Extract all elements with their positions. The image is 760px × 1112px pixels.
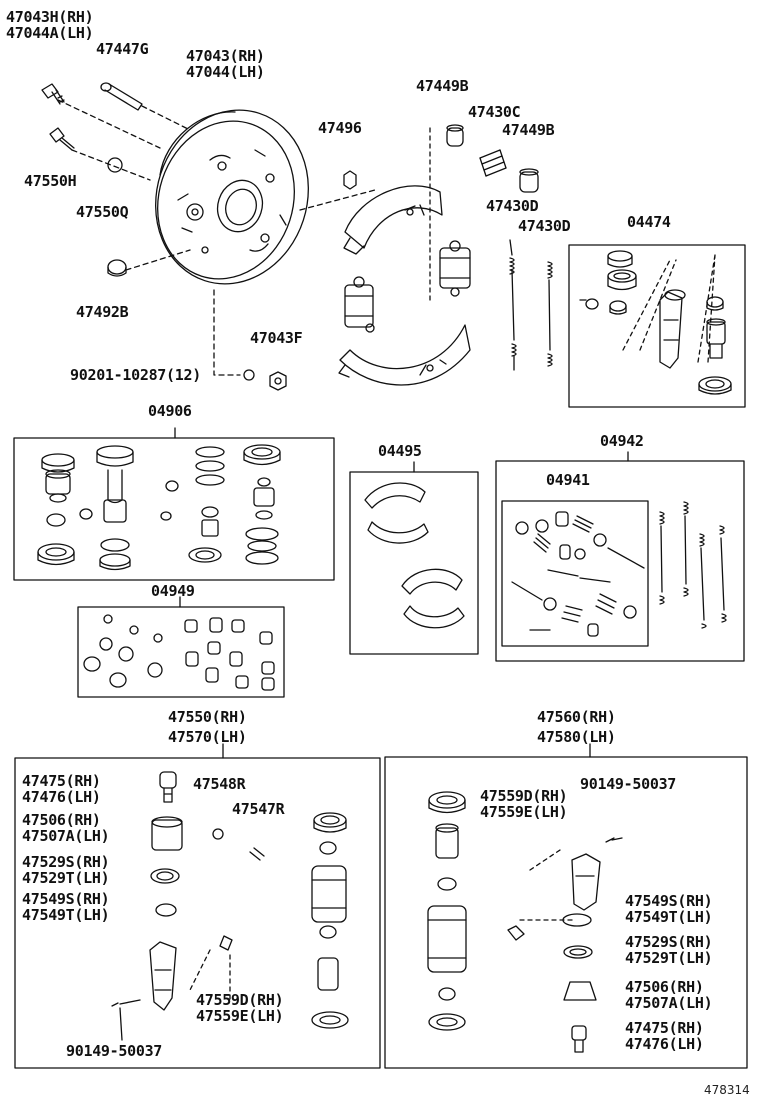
spring-47430c bbox=[479, 149, 507, 177]
label-47550h: 47550H bbox=[24, 172, 77, 190]
label-l-47559e: 47559E(LH) bbox=[196, 1007, 284, 1025]
label-r-47549s: 47549S(RH) bbox=[625, 892, 713, 910]
kit-04942-box bbox=[495, 460, 745, 662]
kit-04941-parts bbox=[511, 511, 645, 637]
kit-04474-box bbox=[568, 244, 746, 408]
label-l-47475: 47475(RH) bbox=[22, 772, 101, 790]
kit-04906-parts bbox=[37, 444, 281, 571]
bolt-47043h bbox=[41, 83, 65, 105]
kit-04949-parts bbox=[83, 614, 275, 691]
label-r-47507a: 47507A(LH) bbox=[625, 994, 713, 1012]
boot-47449b-top bbox=[446, 124, 464, 147]
label-47447g: 47447G bbox=[96, 40, 149, 58]
backing-plate bbox=[155, 109, 309, 285]
label-47496: 47496 bbox=[318, 119, 362, 137]
bleeder-47550h bbox=[49, 127, 75, 151]
label-04474: 04474 bbox=[627, 213, 671, 231]
label-r-47506: 47506(RH) bbox=[625, 978, 704, 996]
kit-04941-box bbox=[501, 500, 649, 647]
spring-47430d-a bbox=[509, 239, 517, 371]
pin-47496 bbox=[343, 170, 357, 190]
label-47550: 47550(RH) bbox=[168, 708, 247, 726]
label-l-47559d: 47559D(RH) bbox=[196, 991, 284, 1009]
wheel-cylinder-lower bbox=[344, 276, 375, 333]
kit-04949-box bbox=[77, 606, 285, 698]
label-l-47548r: 47548R bbox=[193, 775, 246, 793]
label-r-47549t: 47549T(LH) bbox=[625, 908, 713, 926]
label-47570: 47570(LH) bbox=[168, 728, 247, 746]
figure-number: 478314 bbox=[704, 1083, 750, 1097]
label-l-47476: 47476(LH) bbox=[22, 788, 101, 806]
label-r-47476: 47476(LH) bbox=[625, 1035, 704, 1053]
brake-shoe-lower bbox=[338, 324, 471, 386]
cylinder-left-parts bbox=[111, 771, 349, 1041]
bolt-47447g bbox=[100, 82, 143, 111]
label-l-47529t: 47529T(LH) bbox=[22, 869, 110, 887]
label-04906: 04906 bbox=[148, 402, 192, 420]
label-r-90149: 90149-50037 bbox=[580, 775, 677, 793]
cap-47550q bbox=[107, 157, 123, 173]
cylinder-assy-right-box bbox=[384, 756, 748, 1069]
label-04941: 04941 bbox=[546, 471, 590, 489]
label-r-47529s: 47529S(RH) bbox=[625, 933, 713, 951]
cylinder-assy-left-box bbox=[14, 757, 381, 1069]
label-47043h: 47043H(RH) bbox=[6, 8, 94, 26]
kit-04906-box bbox=[13, 437, 335, 581]
spring-47430d-b bbox=[547, 261, 553, 367]
label-47550q: 47550Q bbox=[76, 203, 129, 221]
label-r-47529t: 47529T(LH) bbox=[625, 949, 713, 967]
label-l-47549t: 47549T(LH) bbox=[22, 906, 110, 924]
label-47430d-b: 47430D bbox=[518, 217, 571, 235]
label-04495: 04495 bbox=[378, 442, 422, 460]
label-47044a: 47044A(LH) bbox=[6, 24, 94, 42]
label-r-47559e: 47559E(LH) bbox=[480, 803, 568, 821]
label-r-47475: 47475(RH) bbox=[625, 1019, 704, 1037]
kit-04942-springs bbox=[659, 501, 727, 629]
plug-47492b bbox=[107, 259, 127, 277]
label-47560: 47560(RH) bbox=[537, 708, 616, 726]
label-l-47529s: 47529S(RH) bbox=[22, 853, 110, 871]
label-l-47547r: 47547R bbox=[232, 800, 285, 818]
label-l-47507a: 47507A(LH) bbox=[22, 827, 110, 845]
brake-shoe-upper bbox=[343, 185, 443, 255]
label-l-90149: 90149-50037 bbox=[66, 1042, 163, 1060]
kit-04495-parts bbox=[364, 482, 465, 629]
label-47449b-top: 47449B bbox=[416, 77, 469, 95]
label-l-47549s: 47549S(RH) bbox=[22, 890, 110, 908]
label-47430d-a: 47430D bbox=[486, 197, 539, 215]
washer bbox=[243, 369, 255, 381]
boot-47449b-right bbox=[519, 168, 539, 193]
label-47492b: 47492B bbox=[76, 303, 129, 321]
cylinder-right-parts bbox=[427, 791, 623, 1053]
label-04949: 04949 bbox=[151, 582, 195, 600]
label-47043f: 47043F bbox=[250, 329, 303, 347]
label-47580: 47580(LH) bbox=[537, 728, 616, 746]
nut-47043f bbox=[269, 371, 287, 391]
label-r-47559d: 47559D(RH) bbox=[480, 787, 568, 805]
wheel-cylinder-upper bbox=[439, 240, 471, 297]
label-47043: 47043(RH) bbox=[186, 47, 265, 65]
label-04942: 04942 bbox=[600, 432, 644, 450]
label-47430c: 47430C bbox=[468, 103, 521, 121]
label-90201: 90201-10287(12) bbox=[70, 366, 201, 384]
label-47044: 47044(LH) bbox=[186, 63, 265, 81]
label-47449b-right: 47449B bbox=[502, 121, 555, 139]
kit-04474-parts bbox=[579, 250, 732, 395]
label-l-47506: 47506(RH) bbox=[22, 811, 101, 829]
